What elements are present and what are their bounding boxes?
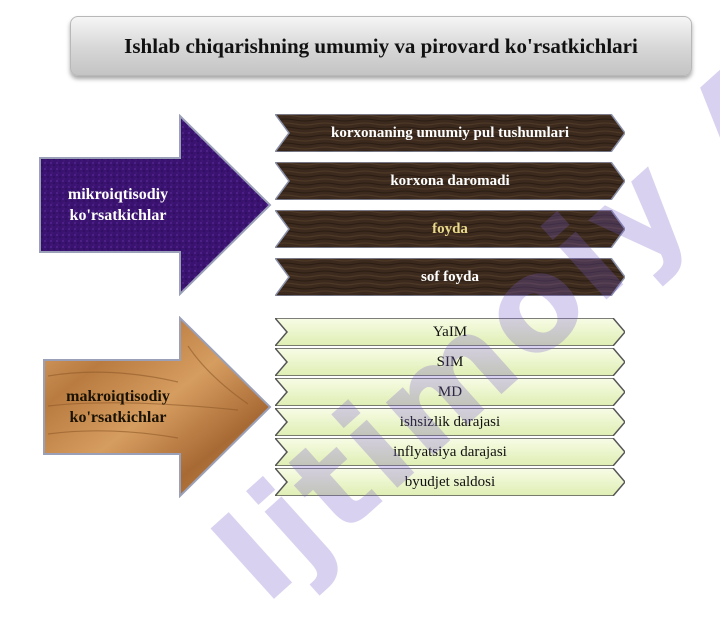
micro-item-2-label: korxona daromadi [390, 172, 510, 189]
micro-item-4: sof foyda [275, 258, 625, 296]
micro-item-4-label: sof foyda [421, 268, 479, 285]
micro-label-line1: mikroiqtisodiy [67, 186, 169, 203]
macro-item-1: YaIM [275, 318, 625, 346]
macro-item-1-label: YaIM [432, 323, 468, 340]
macro-item-2-label: SIM [436, 353, 464, 370]
macro-arrow-label: makroiqtisodiy ko'rsatkichlar [38, 316, 198, 498]
macro-item-5-label: inflyatsiya darajasi [393, 443, 507, 460]
macro-item-6-label: byudjet saldosi [404, 473, 496, 490]
macro-item-5: inflyatsiya darajasi [275, 438, 625, 466]
macro-label-line1: makroiqtisodiy [66, 388, 170, 405]
macro-item-3: MD [275, 378, 625, 406]
macro-item-6: byudjet saldosi [275, 468, 625, 496]
micro-item-1-label: korxonaning umumiy pul tushumlari [331, 124, 569, 141]
macro-item-3-label: MD [437, 383, 463, 400]
micro-item-2: korxona daromadi [275, 162, 625, 200]
micro-item-1: korxonaning umumiy pul tushumlari [275, 114, 625, 152]
micro-label-line2: ko'rsatkichlar [69, 207, 167, 224]
macro-item-4-label: ishsizlik darajasi [399, 413, 501, 430]
macro-item-4: ishsizlik darajasi [275, 408, 625, 436]
micro-arrow-label: mikroiqtisodiy ko'rsatkichlar [38, 114, 198, 296]
title-banner: Ishlab chiqarishning umumiy va pirovard … [70, 16, 692, 76]
page-title: Ishlab chiqarishning umumiy va pirovard … [124, 33, 638, 58]
macro-arrow: makroiqtisodiy ko'rsatkichlar [38, 316, 272, 498]
micro-arrow: mikroiqtisodiy ko'rsatkichlar [38, 114, 272, 296]
macro-label-line2: ko'rsatkichlar [69, 409, 167, 426]
micro-item-3-label: foyda [432, 220, 468, 237]
macro-item-2: SIM [275, 348, 625, 376]
micro-item-3: foyda [275, 210, 625, 248]
